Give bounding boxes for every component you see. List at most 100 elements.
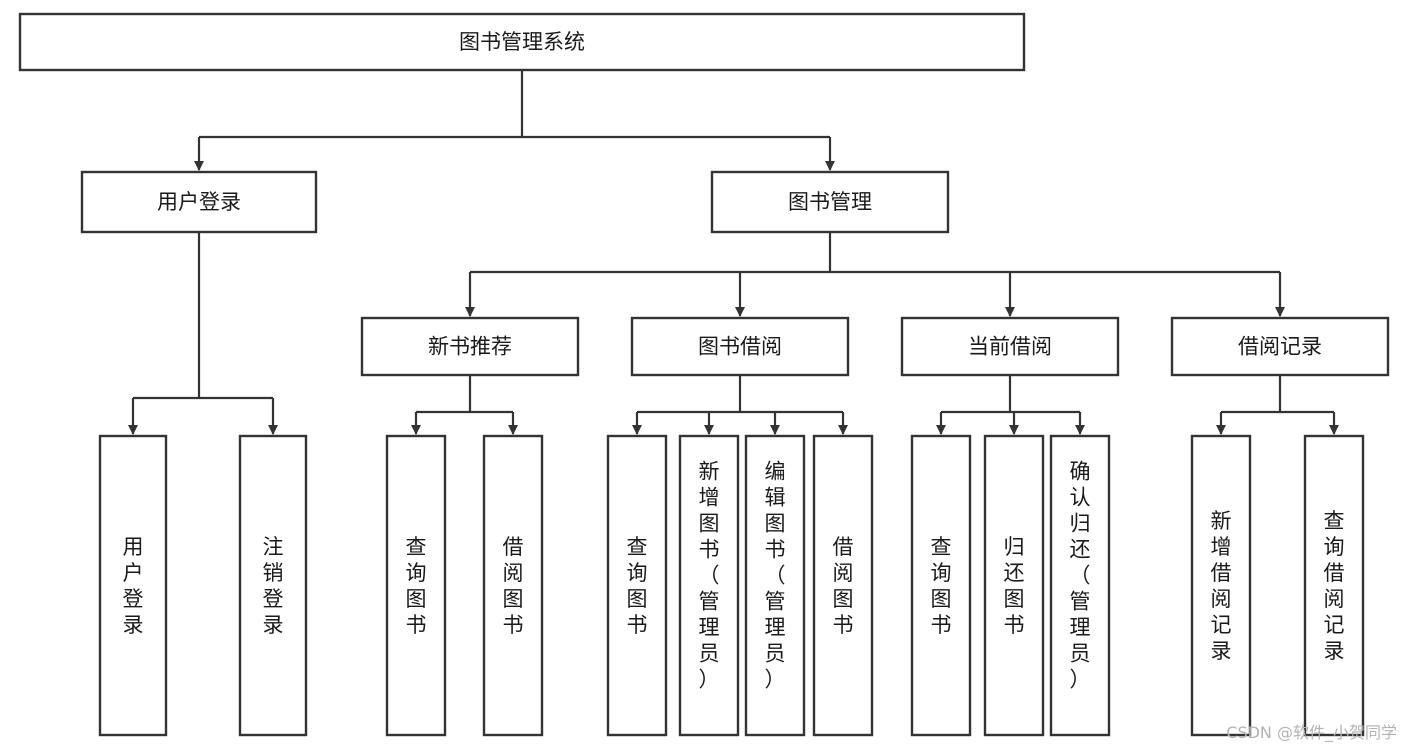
node-label-book-manage: 图书管理 bbox=[788, 190, 872, 214]
node-label-char: 图 bbox=[931, 587, 952, 611]
node-label-char: 还 bbox=[1070, 537, 1091, 561]
node-leaf-query-book-3[interactable]: 查询图书查询图书 bbox=[910, 434, 972, 737]
node-label-char: 借 bbox=[1324, 561, 1345, 585]
node-label-char: 书 bbox=[406, 613, 427, 637]
node-label-char: 记 bbox=[1324, 613, 1345, 637]
node-label-char: （ bbox=[699, 563, 720, 587]
node-box-book-manage bbox=[710, 170, 950, 234]
node-leaf-logout-login[interactable]: 注销登录注销登录 bbox=[238, 434, 308, 737]
node-label-char: 编 bbox=[765, 459, 786, 483]
node-box-leaf-borrow-book-1 bbox=[482, 434, 544, 737]
node-label-char: 理 bbox=[1070, 615, 1091, 639]
node-label-char: 新 bbox=[699, 459, 720, 483]
node-label-char: 书 bbox=[503, 613, 524, 637]
node-label-user-login: 用户登录 bbox=[157, 190, 241, 214]
node-label-char: 借 bbox=[503, 535, 524, 559]
node-label-char: 员 bbox=[699, 641, 720, 665]
node-label-char: 查 bbox=[1324, 509, 1345, 533]
node-current-borrow[interactable]: 当前借阅 bbox=[900, 316, 1120, 377]
node-book-manage[interactable]: 图书管理 bbox=[710, 170, 950, 234]
node-leaf-query-book-2[interactable]: 查询图书查询图书 bbox=[606, 434, 668, 737]
node-label-char: 书 bbox=[699, 537, 720, 561]
node-label-char: 图 bbox=[765, 511, 786, 535]
node-new-book-recommend[interactable]: 新书推荐 bbox=[360, 316, 580, 377]
node-label-char: 记 bbox=[1211, 613, 1232, 637]
node-label-char: 注 bbox=[263, 535, 284, 559]
node-label-char: ） bbox=[1070, 667, 1091, 691]
node-book-borrow[interactable]: 图书借阅 bbox=[630, 316, 850, 377]
node-label-char: 询 bbox=[406, 561, 427, 585]
node-label-char: 图 bbox=[699, 511, 720, 535]
node-label-char: 管 bbox=[1070, 589, 1091, 613]
node-label-char: 认 bbox=[1070, 485, 1091, 509]
node-box-current-borrow bbox=[900, 316, 1120, 377]
node-box-leaf-query-book-1 bbox=[385, 434, 447, 737]
node-label-char: 录 bbox=[123, 613, 144, 637]
node-label-char: 查 bbox=[406, 535, 427, 559]
node-label-char: 书 bbox=[833, 613, 854, 637]
node-label-char: ） bbox=[699, 667, 720, 691]
node-borrow-record[interactable]: 借阅记录 bbox=[1170, 316, 1390, 377]
node-label-char: 理 bbox=[699, 615, 720, 639]
node-box-leaf-confirm-return-admin bbox=[1049, 434, 1111, 737]
node-label-char: 书 bbox=[765, 537, 786, 561]
node-label-char: 借 bbox=[1211, 561, 1232, 585]
node-box-user-login bbox=[80, 170, 318, 234]
csdn-watermark: CSDN @软件_小贺同学 bbox=[1226, 723, 1397, 742]
node-label-char: 管 bbox=[765, 589, 786, 613]
node-box-new-book-recommend bbox=[360, 316, 580, 377]
node-label-char: （ bbox=[765, 563, 786, 587]
node-label-char: 用 bbox=[123, 535, 144, 559]
node-label-char: 询 bbox=[1324, 535, 1345, 559]
node-label-char: 登 bbox=[263, 587, 284, 611]
node-label-char: 图 bbox=[627, 587, 648, 611]
node-label-char: 员 bbox=[1070, 641, 1091, 665]
node-label-char: 归 bbox=[1070, 511, 1091, 535]
node-leaf-query-book-1[interactable]: 查询图书查询图书 bbox=[385, 434, 447, 737]
node-label-char: 归 bbox=[1004, 535, 1025, 559]
node-label-char: 书 bbox=[627, 613, 648, 637]
node-box-book-borrow bbox=[630, 316, 850, 377]
node-label-char: 确 bbox=[1070, 459, 1091, 483]
node-leaf-borrow-book-2[interactable]: 借阅图书借阅图书 bbox=[812, 434, 874, 737]
node-box-leaf-logout-login bbox=[238, 434, 308, 737]
node-leaf-query-borrow-record[interactable]: 查询借阅记录查询借阅记录 bbox=[1303, 434, 1365, 737]
node-label-char: 增 bbox=[1211, 535, 1232, 559]
node-box-root bbox=[18, 12, 1026, 72]
node-label-char: 书 bbox=[1004, 613, 1025, 637]
node-box-leaf-edit-book-admin bbox=[744, 434, 806, 737]
node-label-char: 询 bbox=[627, 561, 648, 585]
node-leaf-add-borrow-record[interactable]: 新增借阅记录新增借阅记录 bbox=[1190, 434, 1252, 737]
node-user-login[interactable]: 用户登录 bbox=[80, 170, 318, 234]
node-label-char: 图 bbox=[406, 587, 427, 611]
node-root[interactable]: 图书管理系统 bbox=[18, 12, 1026, 72]
node-leaf-return-book[interactable]: 归还图书归还图书 bbox=[983, 434, 1045, 737]
node-leaf-borrow-book-1[interactable]: 借阅图书借阅图书 bbox=[482, 434, 544, 737]
node-box-leaf-query-book-2 bbox=[606, 434, 668, 737]
node-label-char: （ bbox=[1070, 563, 1091, 587]
node-label-char: 阅 bbox=[833, 561, 854, 585]
node-label-char: 还 bbox=[1004, 561, 1025, 585]
node-label-book-borrow: 图书借阅 bbox=[698, 335, 782, 359]
node-label-char: 借 bbox=[833, 535, 854, 559]
node-label-char: 阅 bbox=[1324, 587, 1345, 611]
node-label-char: 询 bbox=[931, 561, 952, 585]
node-box-borrow-record bbox=[1170, 316, 1390, 377]
node-box-leaf-borrow-book-2 bbox=[812, 434, 874, 737]
node-label-char: 阅 bbox=[503, 561, 524, 585]
node-box-leaf-add-book-admin bbox=[678, 434, 740, 737]
node-label-char: 管 bbox=[699, 589, 720, 613]
node-box-leaf-add-borrow-record bbox=[1190, 434, 1252, 737]
node-label-char: 增 bbox=[699, 485, 720, 509]
node-label-char: 登 bbox=[123, 587, 144, 611]
node-label-char: 录 bbox=[1211, 639, 1232, 663]
node-label-char: 销 bbox=[263, 561, 284, 585]
node-boxes-layer: 图书管理系统用户登录图书管理新书推荐图书借阅当前借阅借阅记录用户登录用户登录注销… bbox=[18, 12, 1390, 737]
node-leaf-user-login[interactable]: 用户登录用户登录 bbox=[98, 434, 168, 737]
node-label-char: 查 bbox=[931, 535, 952, 559]
